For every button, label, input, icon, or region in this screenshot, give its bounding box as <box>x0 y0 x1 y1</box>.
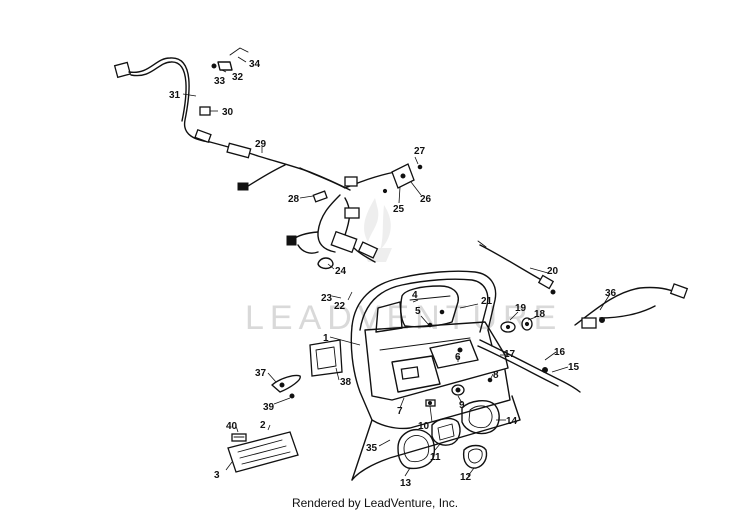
callout-37: 37 <box>255 368 267 379</box>
callout-38: 38 <box>340 377 352 388</box>
callout-19: 19 <box>515 303 527 314</box>
wiring-harness <box>113 47 396 270</box>
callout-23: 23 <box>321 293 333 304</box>
callout-36: 36 <box>605 288 617 299</box>
leader-lines <box>182 56 611 477</box>
watermark: LEADVENTURE <box>245 198 556 337</box>
callout-32: 32 <box>232 72 244 83</box>
callout-14: 14 <box>506 416 518 427</box>
callout-30: 30 <box>222 107 234 118</box>
footer-credit: Rendered by LeadVenture, Inc. <box>291 496 459 510</box>
callout-5: 5 <box>415 306 421 317</box>
callout-15: 15 <box>568 362 580 373</box>
callout-labels: 1 2 3 4 5 6 7 8 9 10 11 12 13 14 15 16 1… <box>169 59 617 489</box>
gauge-cluster <box>397 377 500 470</box>
callout-11: 11 <box>430 452 441 463</box>
callout-18: 18 <box>534 309 546 320</box>
callout-8: 8 <box>493 370 499 381</box>
callout-39: 39 <box>263 402 275 413</box>
callout-10: 10 <box>418 421 430 432</box>
callout-1: 1 <box>323 333 329 344</box>
callout-29: 29 <box>255 139 267 150</box>
callout-33: 33 <box>214 76 226 87</box>
callout-9: 9 <box>459 400 465 411</box>
callout-12: 12 <box>460 472 472 483</box>
callout-26: 26 <box>420 194 432 205</box>
callout-24: 24 <box>335 266 347 277</box>
callout-22: 22 <box>334 301 346 312</box>
callout-21: 21 <box>481 296 493 307</box>
callout-2: 2 <box>260 420 266 431</box>
cable-36 <box>574 283 689 329</box>
callout-3: 3 <box>214 470 220 481</box>
callout-7: 7 <box>397 406 403 417</box>
callout-17: 17 <box>504 349 516 360</box>
cable-20 <box>477 240 556 295</box>
callout-28: 28 <box>288 194 300 205</box>
callout-40: 40 <box>226 421 238 432</box>
callout-27: 27 <box>414 146 426 157</box>
callout-31: 31 <box>169 90 181 101</box>
decal-plate <box>227 431 299 473</box>
headlight <box>271 339 343 399</box>
relay-bracket <box>382 163 423 194</box>
callout-34: 34 <box>249 59 261 70</box>
console-housing <box>350 270 581 481</box>
callout-4: 4 <box>412 290 418 301</box>
callout-25: 25 <box>393 204 405 215</box>
callout-6: 6 <box>455 352 461 363</box>
callout-16: 16 <box>554 347 566 358</box>
callout-35: 35 <box>366 443 378 454</box>
grommets-18-19 <box>500 317 533 333</box>
callout-20: 20 <box>547 266 559 277</box>
callout-13: 13 <box>400 478 412 489</box>
